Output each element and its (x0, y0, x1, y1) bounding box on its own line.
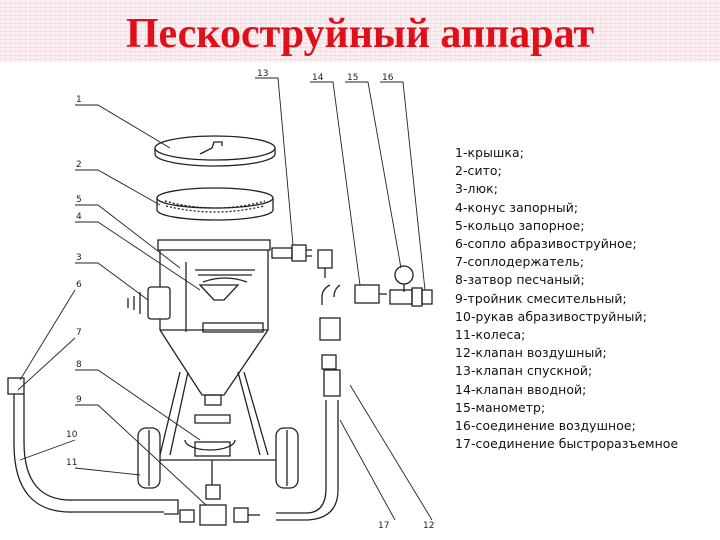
callout-2: 2 (76, 160, 82, 170)
legend-item: 2-сито; (455, 163, 502, 179)
sandblaster-diagram: 1 2 5 4 3 6 7 8 9 10 11 13 14 15 16 17 1… (7, 69, 434, 531)
legend-item: 16-соединение воздушное; (455, 418, 636, 434)
callout-15: 15 (347, 73, 358, 83)
legend-item: 8-затвор песчаный; (455, 272, 585, 288)
callout-7: 7 (76, 328, 82, 338)
legend-item: 10-рукав абразивоструйный; (455, 308, 647, 324)
legend-item: 3-люк; (455, 181, 498, 197)
legend-item: 7-соплодержатель; (455, 254, 585, 270)
frame-legs (150, 371, 285, 461)
callout-5: 5 (76, 195, 82, 205)
callout-4: 4 (76, 212, 82, 222)
callout-11: 11 (66, 458, 77, 468)
callout-9: 9 (76, 395, 82, 405)
callout-8: 8 (76, 360, 82, 370)
mixing-tee-part (179, 460, 260, 526)
callout-17: 17 (378, 521, 389, 531)
legend-item: 4-конус запорный; (455, 199, 579, 215)
callout-6: 6 (76, 280, 82, 290)
callout-10: 10 (66, 430, 78, 440)
slide-title: Пескоструйный аппарат (125, 11, 595, 57)
tank-body (127, 239, 312, 406)
legend-item: 17-соединение быстроразъемное (455, 436, 679, 452)
callout-1: 1 (76, 95, 82, 105)
callout-12: 12 (423, 521, 434, 531)
lid-part (154, 135, 276, 167)
callout-3: 3 (76, 253, 82, 263)
sieve-part (156, 187, 274, 221)
legend-item: 12-клапан воздушный; (455, 345, 607, 361)
callout-14: 14 (312, 73, 324, 83)
leader-lines (17, 77, 433, 521)
air-line (276, 249, 433, 521)
callout-labels: 1 2 5 4 3 6 7 8 9 10 11 13 14 15 16 17 1… (66, 69, 434, 531)
callout-13: 13 (257, 69, 268, 79)
legend-item: 13-клапан спускной; (455, 363, 593, 379)
legend-item: 5-кольцо запорное; (455, 217, 585, 233)
legend-item: 1-крышка; (455, 145, 524, 160)
blast-hose (7, 377, 179, 515)
callout-16: 16 (382, 73, 394, 83)
legend-item: 14-клапан вводной; (455, 381, 587, 397)
legend-item: 11-колеса; (455, 327, 526, 343)
parts-legend: 1-крышка; 2-сито; 3-люк; 4-конус запорны… (455, 144, 678, 453)
legend-item: 6-сопло абразивоструйное; (455, 236, 637, 252)
diagram-panel: 1 2 5 4 3 6 7 8 9 10 11 13 14 15 16 17 1… (0, 62, 720, 540)
legend-item: 15-манометр; (455, 399, 546, 415)
wheels-part (137, 427, 299, 489)
legend-item: 9-тройник смесительный; (455, 290, 627, 306)
